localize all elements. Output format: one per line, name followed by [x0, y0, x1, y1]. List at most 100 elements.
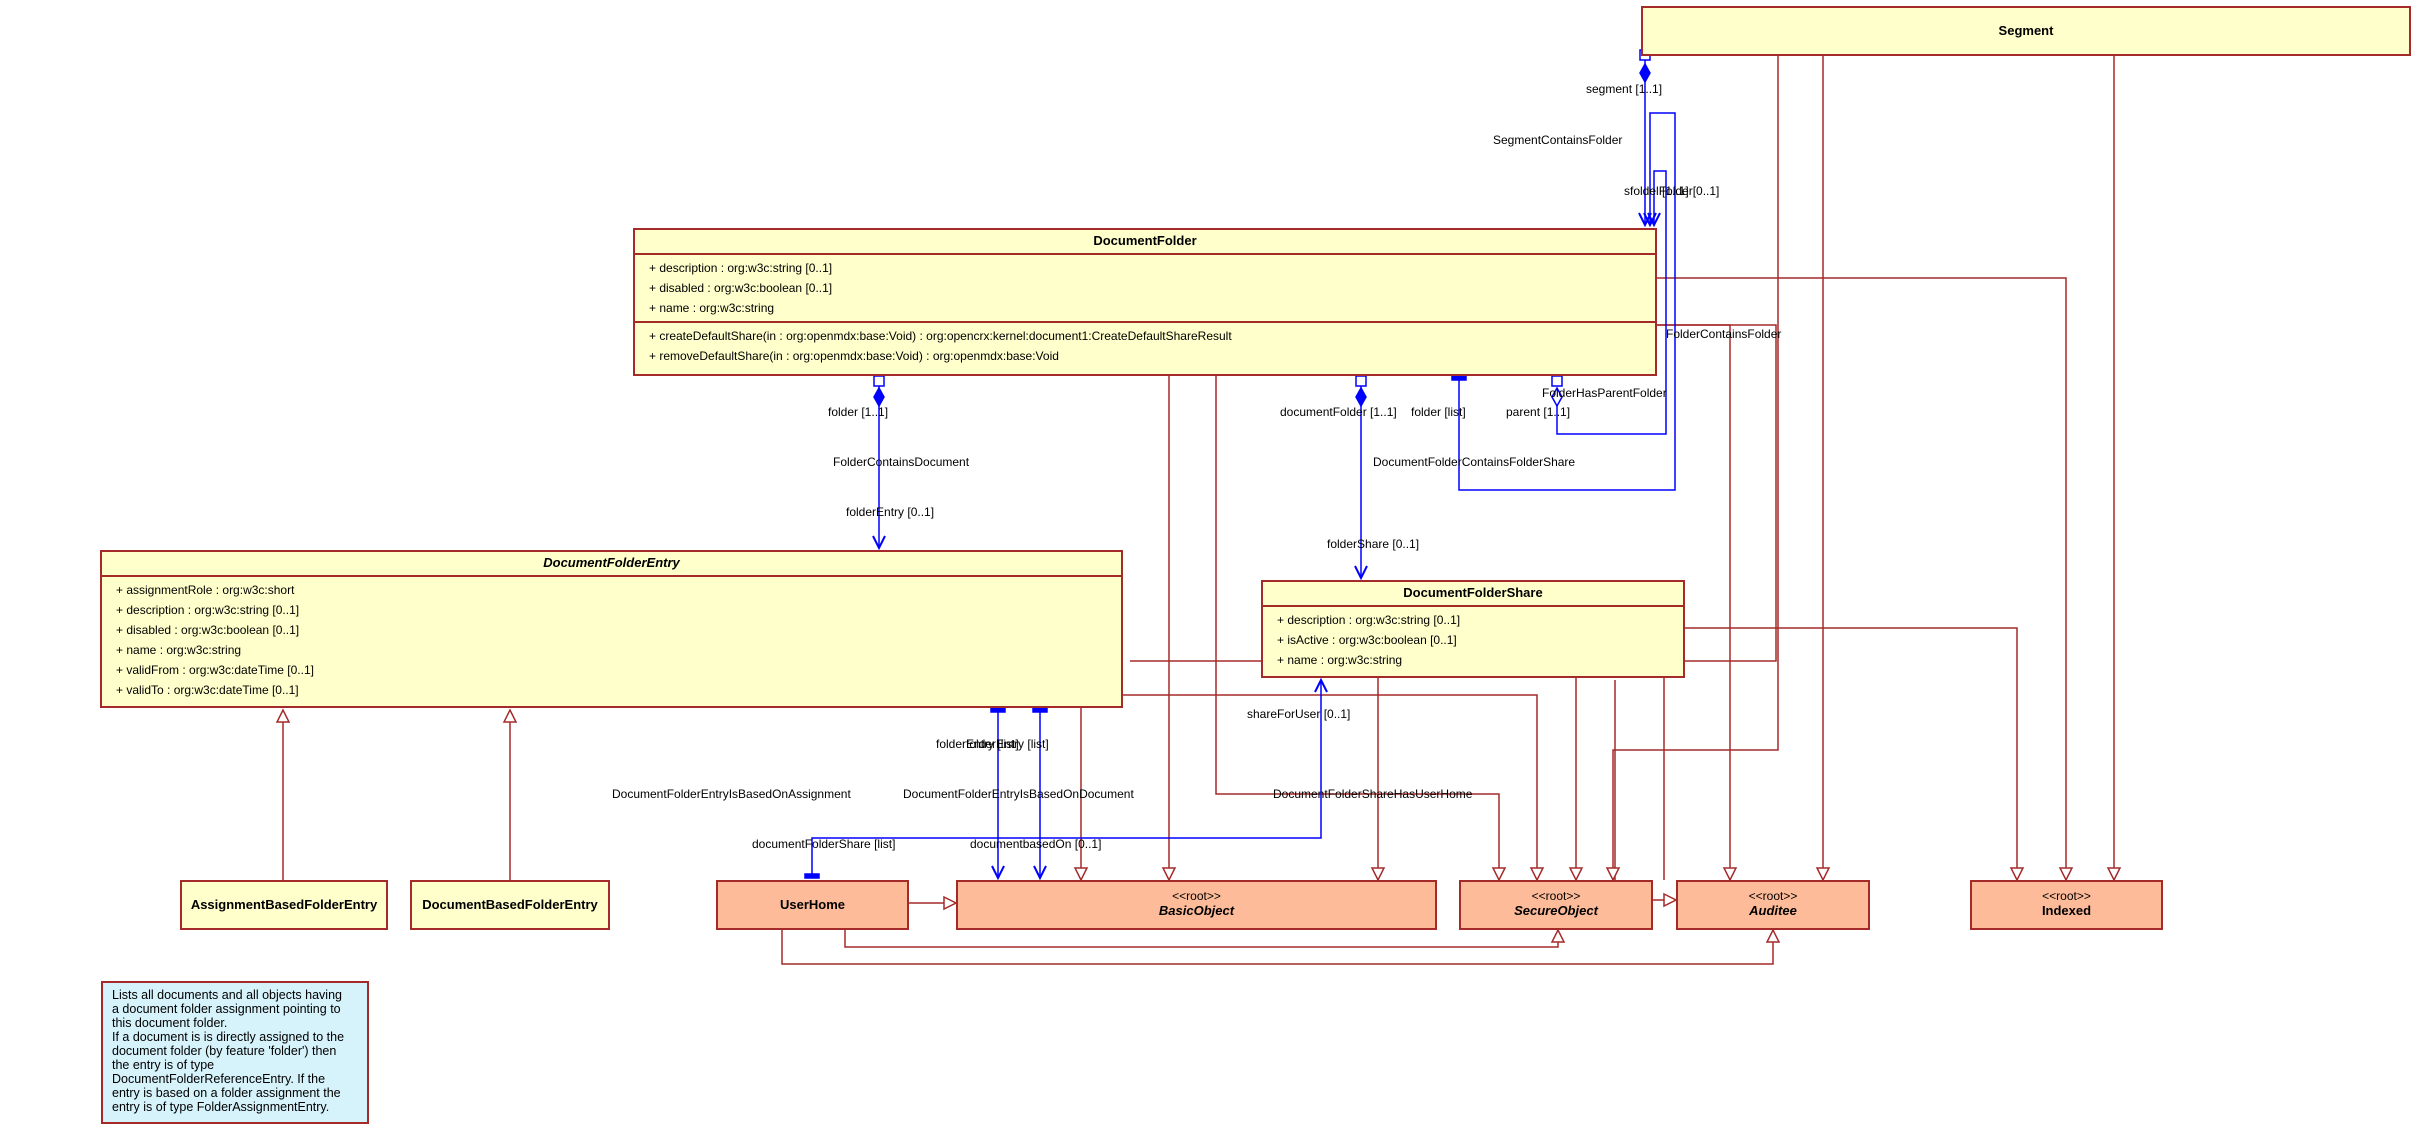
- assoc-end-square: [1355, 375, 1367, 387]
- gen-arrowhead: [1491, 867, 1507, 882]
- class-segment[interactable]: Segment: [1641, 6, 2411, 56]
- attribute: + isActive : org:w3c:boolean [0..1]: [1277, 633, 1457, 647]
- assoc-self-loop-2: [1556, 170, 1667, 435]
- attribute: + name : org:w3c:string: [649, 301, 775, 315]
- gen-segment-to-secureobject: [1612, 55, 1779, 880]
- list-end-bar: [990, 707, 1006, 713]
- nav-arrowhead: [872, 535, 886, 551]
- gen-arrowhead: [1765, 928, 1781, 943]
- class-basic-object[interactable]: <<root>> BasicObject: [956, 880, 1437, 930]
- class-name: Indexed: [2041, 903, 2092, 918]
- stereotype: <<root>>: [1172, 889, 1221, 903]
- list-end-bar: [1451, 375, 1467, 381]
- attribute: + name : org:w3c:string: [1277, 653, 1403, 667]
- gen-arrowhead: [1073, 867, 1089, 882]
- role-label-folder-entry-list: folderEntry [list]: [936, 737, 1019, 751]
- association-name-share-has-user-home: DocumentFolderShareHasUserHome: [1273, 787, 1473, 801]
- attribute-list: + description : org:w3c:string [0..1] + …: [1263, 607, 1683, 673]
- gen-arrowhead: [2106, 867, 2122, 882]
- aggregation-diamond: [1551, 386, 1563, 408]
- gen-userhome-to-secureobject: [844, 928, 1559, 948]
- class-name: BasicObject: [1158, 903, 1235, 918]
- class-name: SecureObject: [1514, 903, 1598, 918]
- assoc-end-square: [1551, 375, 1563, 387]
- assoc-end-square: [873, 375, 885, 387]
- gen-arrowhead: [1815, 867, 1831, 882]
- class-name: AssignmentBasedFolderEntry: [190, 897, 378, 912]
- class-document-based-folder-entry[interactable]: DocumentBasedFolderEntry: [410, 880, 610, 930]
- list-end-bar: [1032, 707, 1048, 713]
- association-name-folder-has-parent-folder: FolderHasParentFolder: [1542, 386, 1667, 400]
- class-assignment-based-folder-entry[interactable]: AssignmentBasedFolderEntry: [180, 880, 388, 930]
- list-end-bar: [804, 873, 820, 879]
- composite-diamond: [1355, 386, 1367, 408]
- class-document-folder-share[interactable]: DocumentFolderShare + description : org:…: [1261, 580, 1685, 678]
- role-label-folder-entry: folderEntry [0..1]: [846, 505, 935, 519]
- nav-arrowhead: [1647, 212, 1661, 228]
- class-indexed[interactable]: <<root>> Indexed: [1970, 880, 2163, 930]
- class-name: DocumentFolder: [1093, 233, 1197, 248]
- class-document-folder[interactable]: DocumentFolder + description : org:w3c:s…: [633, 228, 1657, 376]
- gen-userhome-to-auditee: [781, 928, 1774, 965]
- attribute: + disabled : org:w3c:boolean [0..1]: [649, 281, 833, 295]
- gen-arrowhead: [2058, 867, 2074, 882]
- class-name: UserHome: [779, 897, 846, 912]
- gen-folder-to-secureobject: [1215, 376, 1500, 880]
- role-label-segment: segment [1..1]: [1586, 82, 1663, 96]
- gen-arrowhead: [1568, 867, 1584, 882]
- role-label-parent: parent [1..1]: [1506, 405, 1571, 419]
- stereotype: <<root>>: [1748, 889, 1798, 903]
- gen-arrowhead: [1663, 892, 1678, 908]
- operation: + removeDefaultShare(in : org:openmdx:ba…: [649, 349, 1059, 363]
- composite-diamond: [873, 386, 885, 408]
- gen-folder-to-indexed: [1657, 277, 2067, 880]
- class-user-home[interactable]: UserHome: [716, 880, 909, 930]
- class-name: DocumentFolderShare: [1403, 585, 1543, 600]
- stereotype: <<root>>: [2042, 889, 2091, 903]
- attribute: + validTo : org:w3c:dateTime [0..1]: [116, 683, 299, 697]
- gen-arrowhead: [1370, 867, 1386, 882]
- gen-arrowhead: [1550, 928, 1566, 943]
- class-secure-object[interactable]: <<root>> SecureObject: [1459, 880, 1653, 930]
- class-name: DocumentBasedFolderEntry: [422, 897, 598, 912]
- class-header: <<root>> SecureObject: [1461, 882, 1651, 919]
- association-name-is-based-on-assignment: DocumentFolderEntryIsBasedOnAssignment: [612, 787, 851, 801]
- gen-arrowhead: [943, 895, 958, 911]
- gen-entry-to-secureobject: [1123, 694, 1538, 880]
- attribute: + disabled : org:w3c:boolean [0..1]: [116, 623, 300, 637]
- operation: + createDefaultShare(in : org:openmdx:ba…: [649, 329, 1232, 343]
- role-label-folder: folder [1..1]: [828, 405, 889, 419]
- attribute: + name : org:w3c:string: [116, 643, 242, 657]
- composite-diamond: [1639, 62, 1651, 84]
- gen-arrowhead: [1605, 867, 1621, 882]
- nav-arrowhead: [1354, 565, 1368, 581]
- class-auditee[interactable]: <<root>> Auditee: [1676, 880, 1870, 930]
- divider: [1263, 605, 1683, 607]
- gen-arrowhead: [1529, 867, 1545, 882]
- divider: [102, 575, 1121, 577]
- note-comment[interactable]: Lists all documents and all objects havi…: [101, 981, 369, 1124]
- class-name: DocumentFolderEntry: [543, 555, 680, 570]
- role-label-folder-list: folder [list]: [1411, 405, 1466, 419]
- stereotype: <<root>>: [1531, 889, 1581, 903]
- role-label-folder-entry-list-2: folderEntry [list]: [966, 737, 1049, 751]
- gen-arrowhead: [1161, 867, 1177, 882]
- role-label-share-for-user: shareForUser [0..1]: [1247, 707, 1351, 721]
- class-document-folder-entry[interactable]: DocumentFolderEntry + assignmentRole : o…: [100, 550, 1123, 708]
- class-header: <<root>> BasicObject: [958, 882, 1435, 919]
- gen-arrowhead: [1722, 867, 1738, 882]
- association-name-document-folder-contains-folder-share: DocumentFolderContainsFolderShare: [1373, 455, 1576, 469]
- attribute: + assignmentRole : org:w3c:short: [116, 583, 295, 597]
- gen-auditee-side: [1614, 680, 1676, 901]
- divider: [635, 321, 1655, 323]
- class-name: Segment: [1998, 23, 2054, 38]
- gen-arrowhead: [2009, 867, 2025, 882]
- operation-list: + createDefaultShare(in : org:openmdx:ba…: [635, 323, 1655, 369]
- role-label-document-folder: documentFolder [1..1]: [1280, 405, 1397, 419]
- gen-arrowhead: [502, 708, 518, 723]
- attribute-list: + description : org:w3c:string [0..1] + …: [635, 255, 1655, 321]
- attribute-list: + assignmentRole : org:w3c:short + descr…: [102, 577, 1121, 703]
- attribute: + validFrom : org:w3c:dateTime [0..1]: [116, 663, 314, 677]
- nav-arrowhead: [1033, 865, 1047, 881]
